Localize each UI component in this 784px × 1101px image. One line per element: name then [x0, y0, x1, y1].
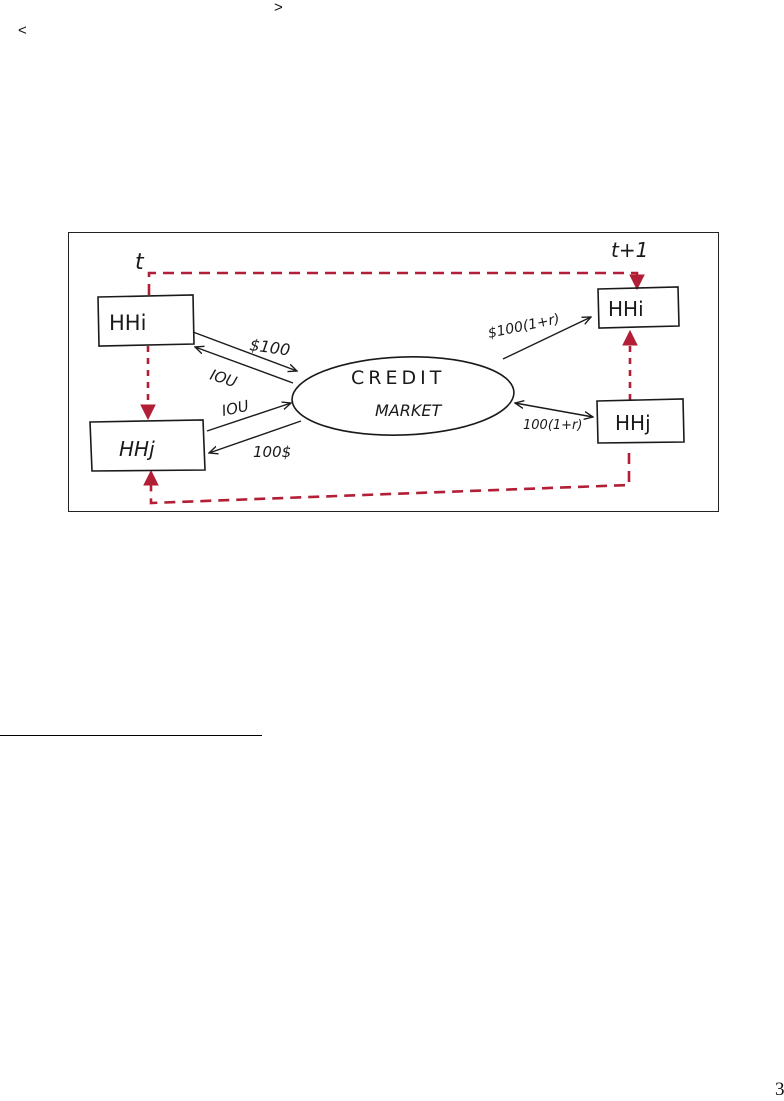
flow-label-hhj-t-plus-1-to-market: 100(1+r): [523, 418, 582, 433]
dashed-path-bottom: [151, 453, 629, 503]
greater-than-symbol: >: [274, 0, 283, 15]
hhi-label-t: HHi: [109, 311, 146, 335]
credit-market-label-line1: CREDIT: [351, 367, 445, 389]
page-number: 3: [775, 1080, 784, 1099]
hhi-node-t-plus-1: HHi: [598, 287, 679, 328]
hhi-label-t-plus-1: HHi: [608, 297, 644, 321]
credit-market-node: CREDIT MARKET: [291, 353, 516, 439]
hhj-label-t-plus-1: HHj: [615, 411, 651, 435]
footnote-divider: [0, 735, 262, 736]
hhj-label-t: HHj: [119, 437, 155, 461]
hhj-node-t: HHj: [90, 420, 205, 471]
less-than-symbol: <: [18, 23, 27, 38]
dashed-path-top: [149, 273, 637, 295]
flow-label-market-to-hhj: 100$: [253, 443, 291, 461]
arrow-hhj-to-market: [207, 403, 291, 431]
credit-market-label-line2: MARKET: [375, 401, 442, 420]
flow-label-hhj-to-market: IOU: [220, 397, 250, 420]
flow-label-market-to-hhi: IOU: [208, 366, 239, 392]
hhi-node-t: HHi: [98, 295, 194, 346]
arrow-hhj-t-plus-1-to-market: [515, 403, 593, 417]
credit-market-figure: t t+1 HHi HHj HHi HHj CREDIT MARKET: [68, 232, 719, 512]
time-label-t-plus-1: t+1: [611, 238, 648, 262]
time-label-t: t: [135, 250, 145, 275]
hhj-node-t-plus-1: HHj: [597, 399, 684, 443]
credit-market-diagram: t t+1 HHi HHj HHi HHj CREDIT MARKET: [69, 233, 720, 513]
